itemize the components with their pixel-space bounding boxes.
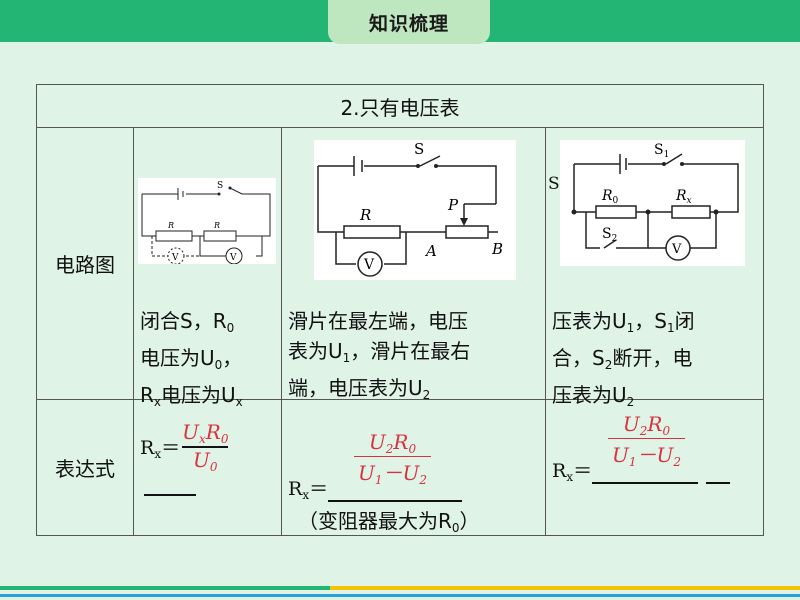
c3-switch1-label: S1: [654, 142, 669, 160]
answer-blank-3: [592, 462, 699, 484]
expression-2: Rx＝: [288, 474, 463, 502]
expression-cell-1: Rx＝ UxR0 U0: [133, 399, 282, 536]
c3-switch2-label: S2: [602, 226, 617, 244]
c2-slider-p-label: P: [447, 196, 459, 214]
c3-voltmeter-label: V: [671, 242, 682, 257]
expression-cell-3: U2R0 U1－U2 Rx＝: [545, 399, 764, 536]
bottom-stripe-yellow: [330, 586, 800, 590]
c3-switch-outer-label: S: [548, 174, 560, 194]
circuit-cell-1: S R R V V 闭合S，R0 电压为U0， Rx电压为Ux: [133, 127, 282, 409]
table-header: 2.只有电压表: [36, 84, 764, 128]
c1-switch-label: S: [217, 181, 223, 191]
circuit-cell-3: S1 R0 Rx S2 V S 压表为U1，S1闭 合，S2断开，电 压表为U2: [545, 127, 764, 409]
answer-blank-1: [144, 494, 196, 496]
c3-resistor-x-label: Rx: [675, 188, 692, 206]
c2-resistor-label: R: [359, 206, 371, 224]
c1-voltmeter-label: V: [229, 253, 237, 263]
circuit-cell-2: S R P A B V 滑片在最左端，电压 表为U1，滑片在最右 端，电压表为U…: [281, 127, 546, 402]
banner-title: 知识梳理: [368, 12, 449, 35]
c2-voltmeter-label: V: [363, 257, 375, 273]
c2-end-b-label: B: [491, 240, 503, 258]
c1-voltmeter-dashed-label: V: [171, 253, 179, 263]
c1-resistor-x-label: R: [167, 221, 174, 230]
expression-2-note: （变阻器最大为R0）: [298, 509, 480, 535]
expression-3: Rx＝: [552, 456, 731, 484]
answer-blank-3b: [706, 462, 731, 484]
row-label-circuit: 电路图: [36, 127, 134, 400]
circuit-diagram-3: S1 R0 Rx S2 V: [560, 140, 745, 266]
c3-resistor-0-label: R0: [601, 188, 619, 206]
c1-resistor-0-label: R: [213, 221, 220, 230]
circuit-diagram-1: S R R V V: [138, 178, 276, 265]
c2-switch-label: S: [414, 140, 424, 158]
description-3: 压表为U1，S1闭 合，S2断开，电 压表为U2: [552, 309, 695, 409]
description-2: 滑片在最左端，电压 表为U1，滑片在最右 端，电压表为U2: [288, 309, 471, 402]
expression-1: Rx＝ UxR0 U0: [140, 420, 229, 474]
answer-blank-2: [328, 480, 463, 502]
expression-cell-2: U2R0 U1－U2 Rx＝ （变阻器最大为R0）: [281, 399, 546, 536]
knowledge-table: 2.只有电压表 电路图 S R: [36, 84, 764, 536]
row-label-expression: 表达式: [36, 399, 134, 536]
bottom-stripe-blue: [0, 594, 800, 597]
answer-fraction-3: U2R0 U1－U2: [608, 412, 685, 469]
answer-fraction-2: U2R0 U1－U2: [354, 430, 431, 487]
section-banner: 知识梳理: [328, 0, 490, 44]
c2-end-a-label: A: [424, 242, 437, 260]
answer-fraction-1: UxR0 U0: [182, 420, 229, 474]
circuit-diagram-2: S R P A B V: [314, 140, 516, 280]
